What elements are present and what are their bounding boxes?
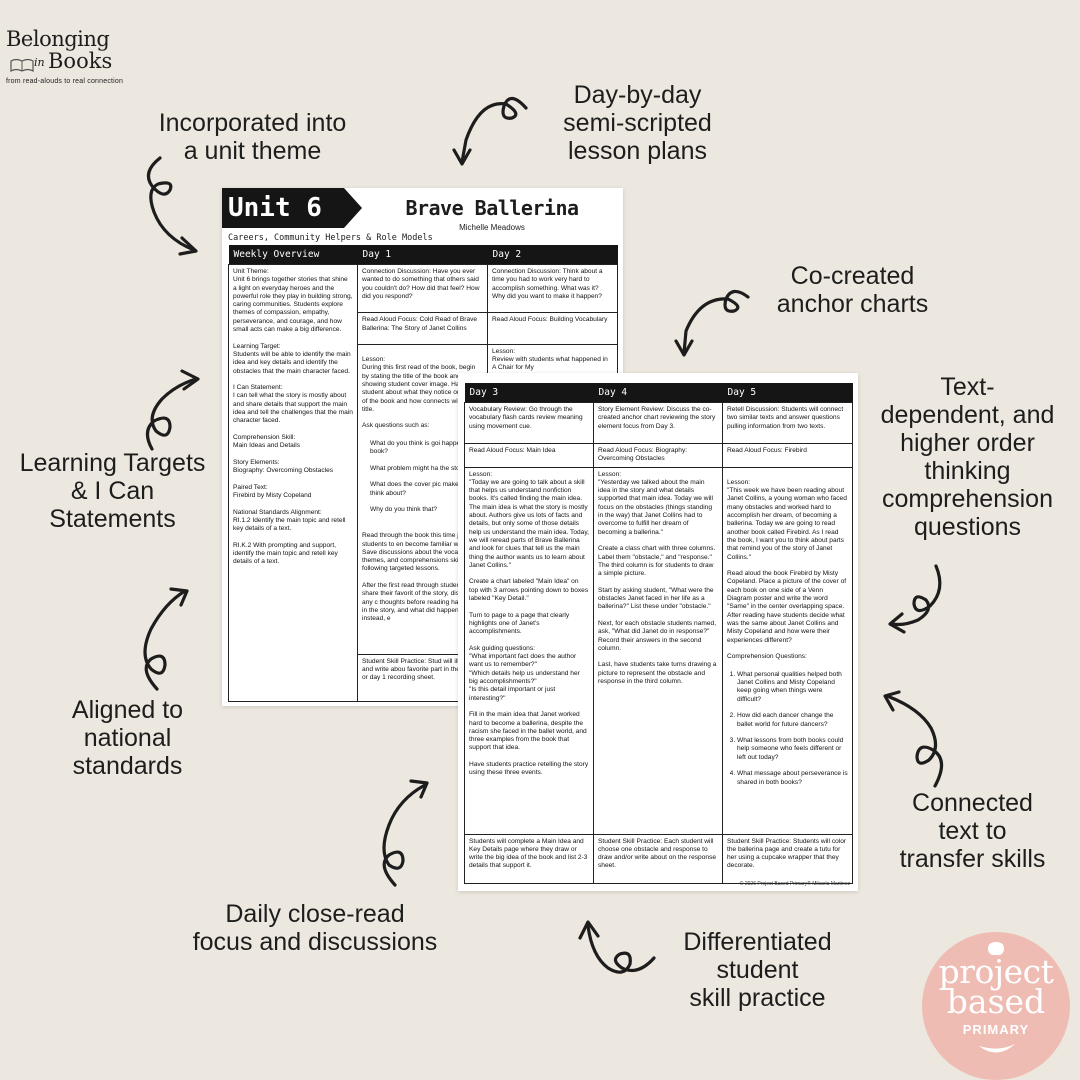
curly-arrow-icon xyxy=(452,96,528,166)
curly-arrow-icon xyxy=(578,920,656,974)
label-higher-order-questions: Text- dependent, and higher order thinki… xyxy=(880,373,1055,541)
lightbulb-icon xyxy=(988,942,1004,955)
curly-arrow-icon xyxy=(143,587,189,691)
label-national-standards: Aligned to national standards xyxy=(71,696,184,780)
question-item: What personal qualities helped both Jane… xyxy=(737,671,848,704)
day5-practice-text: Student Skill Practice: Students will co… xyxy=(727,837,847,870)
day3-review-text: Vocabulary Review: Go through the vocabu… xyxy=(469,406,583,430)
day2-lesson-text: Lesson: Review with students what happen… xyxy=(492,347,608,372)
unit-badge: Unit 6 xyxy=(222,188,362,228)
book-author: Michelle Meadows xyxy=(459,223,525,232)
logo-tagline: from read-alouds to real connection xyxy=(6,78,124,85)
label-unit-theme: Incorporated into a unit theme xyxy=(158,109,347,165)
day4-focus-text: Read Aloud Focus: Biography: Overcoming … xyxy=(598,447,688,463)
logo-word-project: project xyxy=(938,952,1054,991)
lesson-plan-page-2: Day 3 Day 4 Day 5 Vocabulary Review: Go … xyxy=(458,373,858,891)
label-learning-targets: Learning Targets & I Can Statements xyxy=(19,449,206,533)
curly-arrow-icon xyxy=(146,156,198,256)
lesson-plan-table-week-2: Day 3 Day 4 Day 5 Vocabulary Review: Go … xyxy=(464,383,853,884)
book-title: Brave Ballerina xyxy=(405,196,579,220)
day1-focus-text: Read Aloud Focus: Cold Read of Brave Bal… xyxy=(362,316,478,332)
open-book-icon xyxy=(10,58,34,72)
day3-practice-text: Students will complete a Main Idea and K… xyxy=(469,837,588,870)
day1-lesson-text: Lesson: During this first read of the bo… xyxy=(362,348,483,624)
label-skill-practice: Differentiated student skill practice xyxy=(683,928,832,1012)
day3-lesson-text: Lesson: "Today we are going to talk abou… xyxy=(469,470,589,777)
unit-subtitle: Careers, Community Helpers & Role Models xyxy=(228,233,433,243)
curly-arrow-icon xyxy=(883,690,944,788)
curly-arrow-icon xyxy=(888,564,942,634)
day2-connection-text: Connection Discussion: Think about a tim… xyxy=(492,268,603,300)
belonging-in-books-logo: Belonging in Books from read-alouds to r… xyxy=(6,28,166,85)
logo-word-books: Books xyxy=(48,49,113,73)
day4-practice-text: Student Skill Practice: Each student wil… xyxy=(598,837,717,870)
label-close-read-focus: Daily close-read focus and discussions xyxy=(192,900,438,956)
day3-focus-text: Read Aloud Focus: Main Idea xyxy=(469,447,556,454)
day4-review-text: Story Element Review: Discuss the co-cre… xyxy=(598,406,716,430)
label-connected-text: Connected text to transfer skills xyxy=(899,789,1046,873)
day5-lesson-text: Lesson: "This week we have been reading … xyxy=(727,471,848,804)
smile-icon xyxy=(979,1044,1015,1053)
column-header: Day 3 xyxy=(464,383,594,403)
question-item: What lessons from both books could help … xyxy=(737,737,848,762)
day4-lesson-text: Lesson: "Yesterday we talked about the m… xyxy=(598,470,717,686)
weekly-overview-text: Unit Theme: Unit 6 brings together stori… xyxy=(233,268,353,566)
question-item: How did each dancer change the ballet wo… xyxy=(737,712,848,729)
column-header: Day 5 xyxy=(722,383,853,403)
question-item: Why do you think that? xyxy=(370,506,483,514)
question-item: What message about perseverance is share… xyxy=(737,770,848,787)
label-anchor-charts: Co-created anchor charts xyxy=(776,262,929,318)
label-lesson-plans: Day-by-day semi-scripted lesson plans xyxy=(563,81,712,165)
project-based-primary-logo: project based PRIMARY xyxy=(922,932,1070,1080)
column-header: Day 4 xyxy=(593,383,723,403)
curly-arrow-icon xyxy=(145,369,200,451)
logo-word-primary: PRIMARY xyxy=(962,1022,1030,1037)
logo-word-based: based xyxy=(946,982,1046,1021)
logo-word-in: in xyxy=(34,56,45,69)
column-header: Weekly Overview xyxy=(228,245,358,265)
column-header: Day 1 xyxy=(357,245,488,265)
day2-focus-text: Read Aloud Focus: Building Vocabulary xyxy=(492,316,608,324)
copyright-notice: © 2026 Project Based Primary® Mikaela Ma… xyxy=(739,881,850,887)
day5-retell-text: Retell Discussion: Students will connect… xyxy=(727,406,844,430)
logo-word-belonging: Belonging xyxy=(6,27,110,51)
column-header: Day 2 xyxy=(487,245,618,265)
day1-connection-text: Connection Discussion: Have you ever wan… xyxy=(362,268,480,300)
day5-focus-text: Read Aloud Focus: Firebird xyxy=(727,447,807,454)
curly-arrow-icon xyxy=(382,779,429,887)
curly-arrow-icon xyxy=(674,289,750,357)
